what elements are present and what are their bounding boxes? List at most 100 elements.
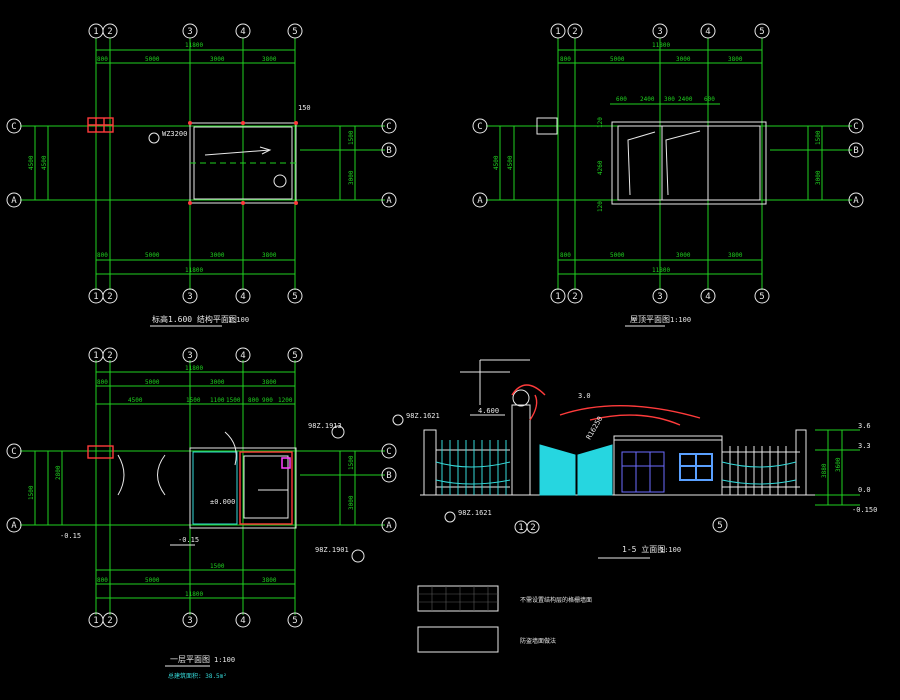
svg-text:3: 3 <box>187 616 192 626</box>
svg-text:A: A <box>386 521 392 531</box>
svg-text:11800: 11800 <box>185 42 203 49</box>
svg-text:800: 800 <box>97 379 108 386</box>
svg-text:1: 1 <box>93 616 98 626</box>
svg-text:300: 300 <box>664 96 675 103</box>
svg-text:2800: 2800 <box>55 465 62 480</box>
svg-text:3800: 3800 <box>728 252 743 259</box>
svg-text:600: 600 <box>616 96 627 103</box>
svg-text:3: 3 <box>187 27 192 37</box>
axis-bubbles-side: C A C B A <box>6 118 397 208</box>
svg-text:1: 1 <box>93 27 98 37</box>
legend-item-2: 防盗墙面做法 <box>520 637 556 645</box>
svg-text:5000: 5000 <box>145 577 160 584</box>
svg-text:3: 3 <box>657 292 662 302</box>
svg-text:A: A <box>477 196 483 206</box>
svg-text:4: 4 <box>240 27 245 37</box>
svg-text:2: 2 <box>572 27 577 37</box>
svg-text:4: 4 <box>240 292 245 302</box>
svg-text:-0.15: -0.15 <box>60 532 81 540</box>
svg-text:3800: 3800 <box>262 379 277 386</box>
axis-bubbles-top: 1 2 3 4 5 <box>88 23 303 39</box>
svg-text:3000: 3000 <box>348 495 355 510</box>
svg-text:2: 2 <box>572 292 577 302</box>
svg-text:A: A <box>11 196 17 206</box>
svg-text:4: 4 <box>705 27 710 37</box>
svg-text:3000: 3000 <box>676 252 691 259</box>
svg-text:4260: 4260 <box>597 160 604 175</box>
svg-text:1500: 1500 <box>226 397 241 404</box>
svg-text:3000: 3000 <box>210 252 225 259</box>
svg-text:4500: 4500 <box>41 155 48 170</box>
legend-item-1: 不需设置结构层的格栅墙面 <box>520 596 592 604</box>
svg-text:-0.150: -0.150 <box>852 506 877 514</box>
plan-ground-floor: 1 2 3 4 5 1 2 3 4 5 C A C B A 11800 800 … <box>6 347 397 680</box>
svg-text:总建筑面积: 38.5m²: 总建筑面积: 38.5m² <box>168 672 227 680</box>
svg-text:C: C <box>853 122 858 132</box>
svg-text:3: 3 <box>187 292 192 302</box>
svg-text:11800: 11800 <box>652 42 670 49</box>
svg-text:B: B <box>386 146 391 156</box>
svg-text:1: 1 <box>555 292 560 302</box>
svg-text:4: 4 <box>705 292 710 302</box>
legend: 不需设置结构层的格栅墙面 防盗墙面做法 <box>417 585 592 653</box>
svg-text:2: 2 <box>107 616 112 626</box>
svg-text:11800: 11800 <box>185 365 203 372</box>
elevation-title: 1-5 立面图 <box>622 544 665 554</box>
svg-text:1500: 1500 <box>186 397 201 404</box>
svg-text:98Z.1901: 98Z.1901 <box>315 546 349 554</box>
plan1-title: 标高1.600 结构平面图 <box>152 314 237 324</box>
svg-text:4.600: 4.600 <box>478 407 499 415</box>
svg-text:5: 5 <box>759 292 764 302</box>
svg-text:A: A <box>853 196 859 206</box>
svg-text:3800: 3800 <box>262 252 277 259</box>
svg-text:3800: 3800 <box>728 56 743 63</box>
svg-text:-0.15: -0.15 <box>178 536 199 544</box>
svg-text:800: 800 <box>560 252 571 259</box>
svg-text:5: 5 <box>292 27 297 37</box>
svg-text:WZ3200: WZ3200 <box>162 130 187 138</box>
svg-text:98Z.1621: 98Z.1621 <box>458 509 492 517</box>
svg-text:5000: 5000 <box>610 252 625 259</box>
svg-text:1500: 1500 <box>815 130 822 145</box>
svg-text:11800: 11800 <box>185 591 203 598</box>
svg-text:5000: 5000 <box>610 56 625 63</box>
svg-text:5000: 5000 <box>145 252 160 259</box>
svg-text:11800: 11800 <box>652 267 670 274</box>
svg-text:2400: 2400 <box>640 96 655 103</box>
svg-text:A: A <box>11 521 17 531</box>
svg-text:98Z.1913: 98Z.1913 <box>308 422 342 430</box>
svg-text:2: 2 <box>530 523 535 533</box>
plan3-title: 一层平面图 <box>170 655 210 664</box>
svg-text:1: 1 <box>518 523 523 533</box>
svg-text:B: B <box>853 146 858 156</box>
svg-text:900: 900 <box>262 397 273 404</box>
svg-text:1:100: 1:100 <box>228 316 249 324</box>
svg-text:4500: 4500 <box>493 155 500 170</box>
svg-text:1: 1 <box>555 27 560 37</box>
svg-text:3000: 3000 <box>676 56 691 63</box>
svg-text:1:100: 1:100 <box>670 316 691 324</box>
svg-text:5: 5 <box>759 27 764 37</box>
svg-text:5000: 5000 <box>145 56 160 63</box>
svg-text:0.0: 0.0 <box>858 486 871 494</box>
svg-text:1: 1 <box>93 292 98 302</box>
elevation-1-5: R16250 <box>392 359 877 559</box>
svg-text:5000: 5000 <box>145 379 160 386</box>
svg-text:A: A <box>386 196 392 206</box>
svg-text:3: 3 <box>657 27 662 37</box>
svg-text:1100: 1100 <box>210 397 225 404</box>
svg-text:3000: 3000 <box>210 379 225 386</box>
svg-text:800: 800 <box>97 252 108 259</box>
svg-text:120: 120 <box>597 117 604 128</box>
svg-text:R16250: R16250 <box>585 415 605 441</box>
svg-text:1500: 1500 <box>348 455 355 470</box>
plan2-title: 屋顶平面图 <box>630 315 670 324</box>
svg-text:1500: 1500 <box>28 485 35 500</box>
axis-bubbles-roof: 1 2 3 4 5 1 2 3 4 5 C A C B A <box>472 23 864 304</box>
plan-roof: 1 2 3 4 5 1 2 3 4 5 C A C B A 11800 800 … <box>472 23 864 327</box>
svg-text:C: C <box>477 122 482 132</box>
svg-text:C: C <box>386 122 391 132</box>
svg-text:2: 2 <box>107 292 112 302</box>
svg-text:3000: 3000 <box>210 56 225 63</box>
